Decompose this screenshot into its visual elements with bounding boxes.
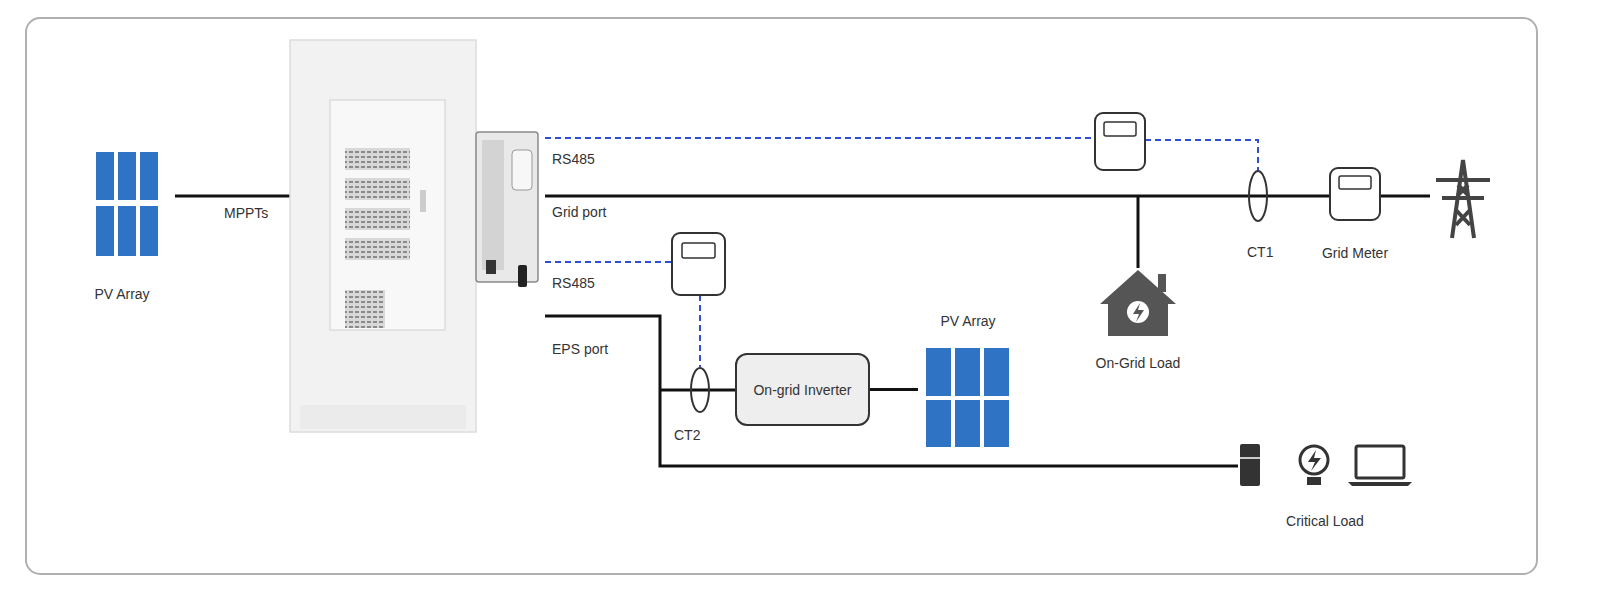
node-label: Grid Meter (1322, 244, 1388, 262)
load-node: Critical Load (1230, 438, 1420, 530)
process-box: On-grid Inverter (735, 353, 870, 426)
load-node: On-Grid Load (1065, 262, 1211, 372)
grid-meter-symbol (1330, 168, 1380, 220)
callout-label: CT2 (674, 426, 700, 444)
pv-array: PV Array (80, 145, 164, 303)
meter-node: Grid Meter (1300, 164, 1410, 262)
outer-frame (26, 18, 1537, 574)
node-label: PV Array (94, 285, 149, 303)
ct-sensor (1249, 171, 1267, 221)
node-label: On-Grid Load (1096, 354, 1181, 372)
port-label: EPS port (552, 340, 608, 358)
wire-connector (870, 389, 918, 390)
signal-label: RS485 (552, 150, 595, 168)
pv-panel-icon (926, 348, 1009, 447)
node-label: On-grid Inverter (753, 381, 851, 399)
dc-wire (175, 195, 290, 198)
node-label: Critical Load (1286, 512, 1364, 530)
smart-meter (1095, 113, 1145, 170)
ct-sensor (691, 368, 709, 412)
transmission-tower (1436, 160, 1490, 238)
port-label: Grid port (552, 203, 606, 221)
hybrid-inverter (476, 132, 538, 287)
ac-wire (545, 195, 1430, 198)
port-label: MPPTs (224, 204, 268, 222)
storage-cabinet (290, 40, 476, 432)
ac-wire (1137, 196, 1140, 268)
pv-array: PV Array (918, 312, 1018, 450)
house-icon (1100, 270, 1176, 336)
pv-panel-icon (96, 152, 158, 256)
eps-wire (545, 316, 1238, 466)
callout-label: CT1 (1247, 243, 1273, 261)
rs485-wire (545, 138, 1258, 171)
critical-load-icons (1240, 444, 1412, 486)
node-label: PV Array (940, 312, 995, 330)
smart-meter (672, 233, 725, 295)
signal-label: RS485 (552, 274, 595, 292)
